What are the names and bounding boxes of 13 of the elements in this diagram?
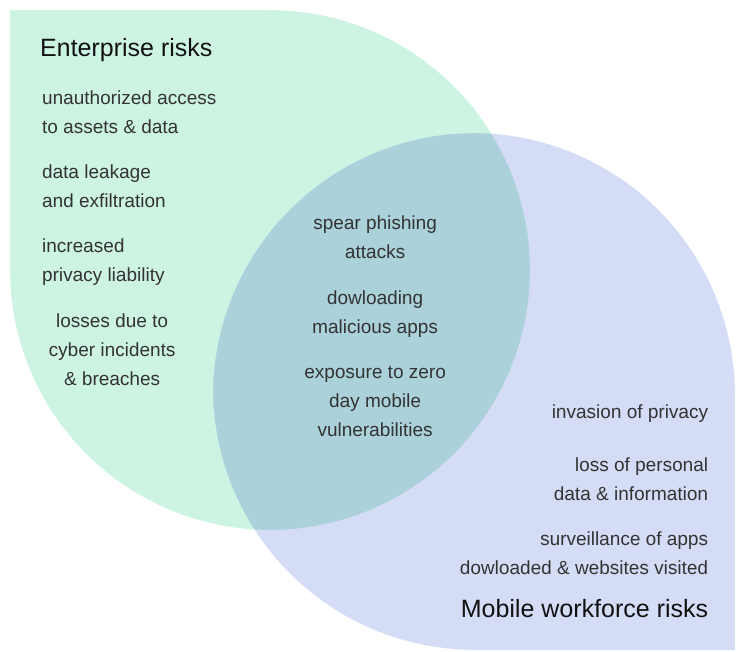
shared-risk-item: spear phishing attacks bbox=[312, 212, 438, 265]
risk-item: loss of personal data & information bbox=[552, 454, 708, 507]
risk-item: increased privacy liability bbox=[42, 235, 166, 288]
risk-item: invasion of privacy bbox=[550, 401, 708, 425]
venn-region bbox=[213, 133, 735, 650]
region-title: Enterprise risks bbox=[40, 34, 212, 63]
risk-item: losses due to cyber incidents & breaches bbox=[48, 310, 176, 392]
risk-item: unauthorized access to assets & data bbox=[42, 87, 218, 140]
risk-item: surveillance of apps dowloaded & websites visited bbox=[458, 528, 708, 581]
shared-risk-item: exposure to zero day mobile vulnerabilities bbox=[303, 361, 447, 443]
shared-risk-item: dowloading malicious apps bbox=[311, 287, 439, 340]
region-title: Mobile workforce risks bbox=[460, 595, 708, 624]
risk-item: data leakage and exfiltration bbox=[42, 161, 167, 214]
